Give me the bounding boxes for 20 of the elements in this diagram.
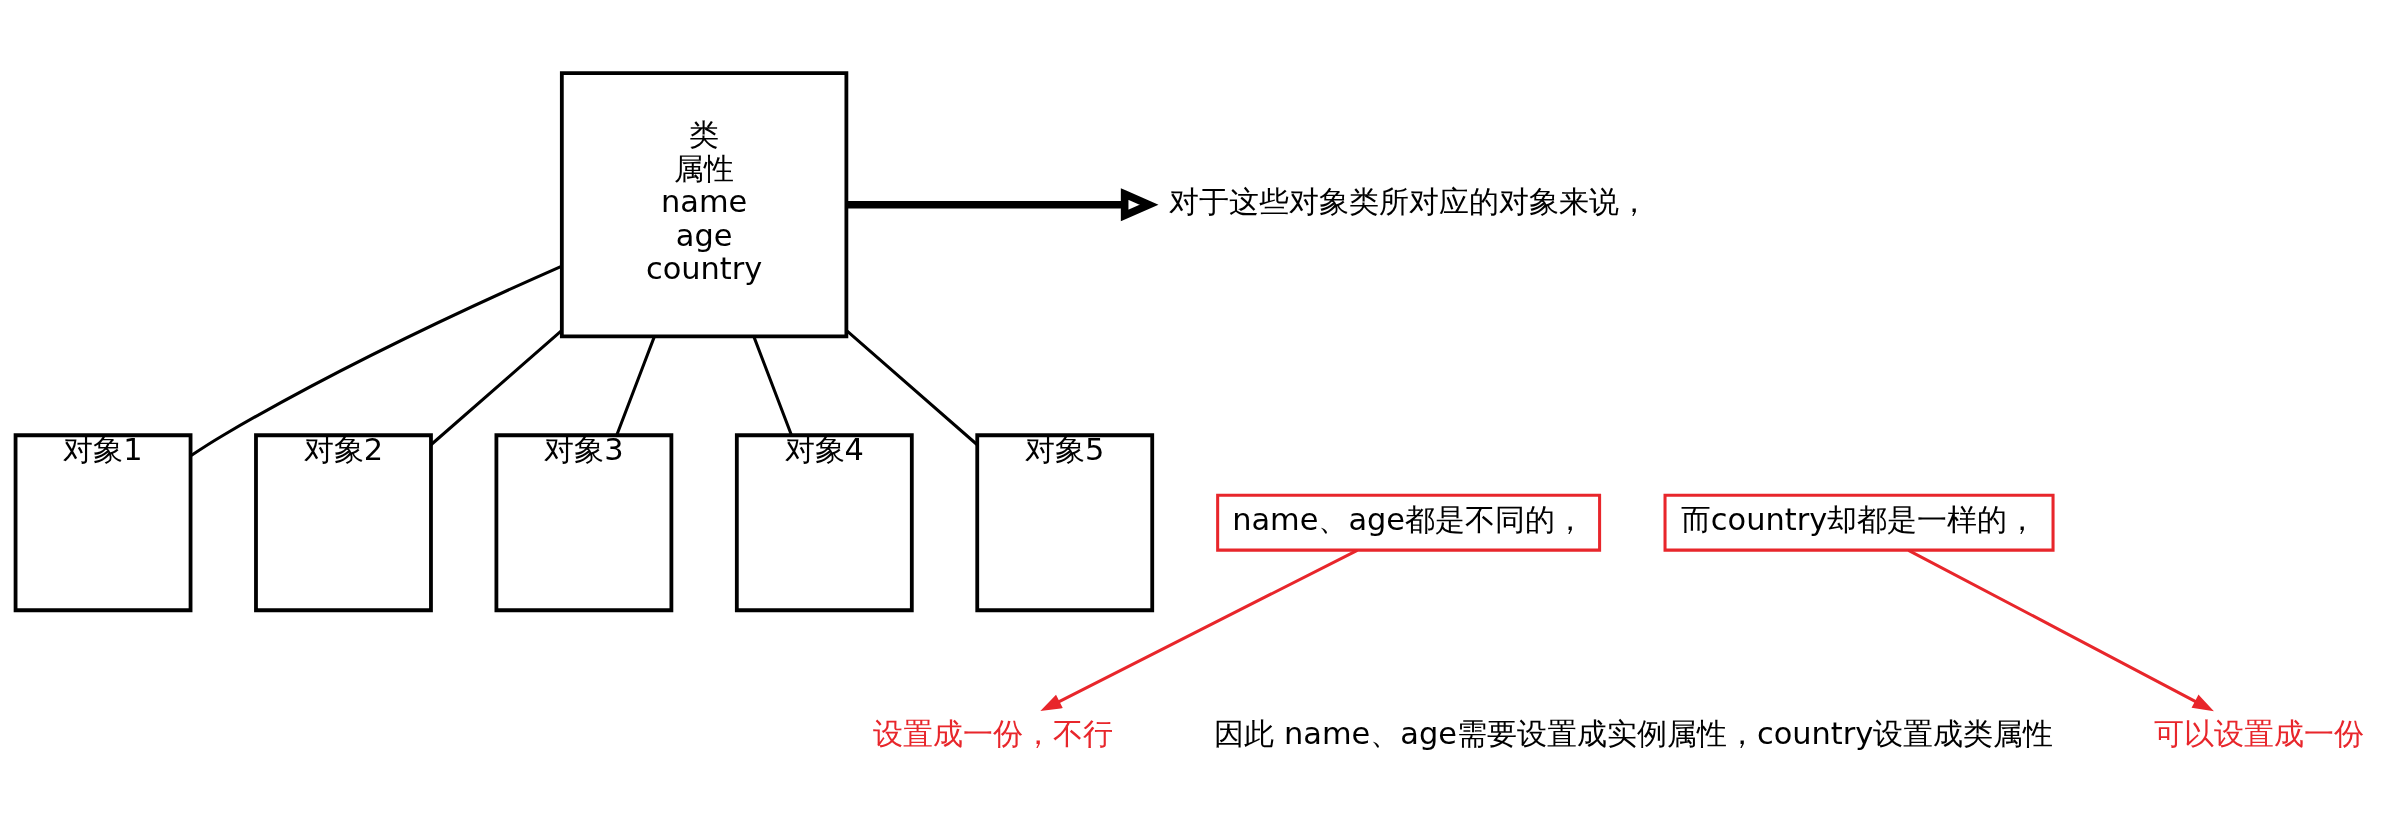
node-box: name、age都是不同的，: [1216, 493, 1602, 552]
node-text: 因此 name、age需要设置成实例属性，country设置成类属性: [1214, 715, 2054, 751]
connector: [190, 264, 562, 457]
node-box: 对象4: [734, 432, 914, 612]
arrow: [1907, 548, 2214, 711]
connector: [615, 335, 656, 435]
node-text: 设置成一份，不行: [873, 715, 1114, 751]
node-box: 对象1: [13, 432, 193, 612]
connector: [752, 335, 793, 435]
connector: [845, 329, 979, 446]
arrow: [1040, 548, 1358, 711]
node-box: 而country却都是一样的，: [1663, 493, 2055, 552]
node-text: 对于这些对象类所对应的对象来说，: [1168, 183, 1649, 219]
node-box: 对象5: [975, 432, 1155, 612]
node-text: 可以设置成一份: [2154, 715, 2365, 751]
connector: [430, 329, 563, 446]
node-box: 对象2: [254, 432, 433, 612]
arrow: [846, 187, 1159, 221]
node-box: 对象3: [494, 432, 674, 612]
node-box: 类 属性 name age country: [559, 70, 849, 338]
